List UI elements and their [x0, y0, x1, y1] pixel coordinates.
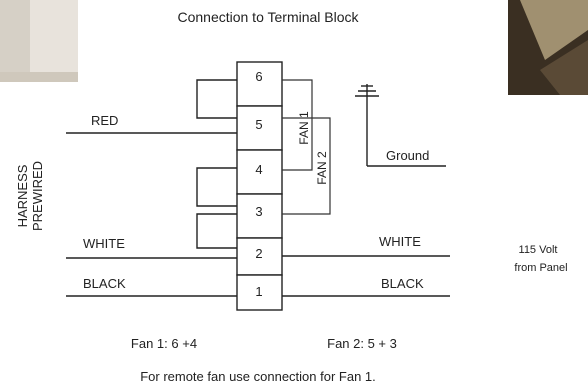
fan1-label: FAN 1: [297, 111, 311, 145]
photo-fragment-left: [0, 0, 78, 82]
supply-label-line1: 115 Volt: [519, 244, 558, 256]
photo-fragment-right: [508, 0, 588, 95]
fan2-label: FAN 2: [315, 151, 329, 185]
harness-label-line2: PREWIRED: [30, 161, 45, 231]
terminal-6: 6: [255, 69, 262, 84]
wire-white-left-label: WHITE: [83, 236, 125, 251]
note-remote: For remote fan use connection for Fan 1.: [140, 369, 376, 384]
ground-icon: [355, 84, 379, 166]
harness-label-line1: HARNESS: [15, 164, 30, 227]
jumper-6-5: [196, 79, 237, 119]
diagram-title: Connection to Terminal Block: [177, 9, 359, 25]
wire-white-right-label: WHITE: [379, 234, 421, 249]
note-fan2: Fan 2: 5 + 3: [327, 336, 397, 351]
wire-black-left-label: BLACK: [83, 276, 126, 291]
wire-black-right-label: BLACK: [381, 276, 424, 291]
terminal-block: 6 5 4 3 2 1: [236, 61, 283, 311]
jumper-4-3: [196, 167, 237, 207]
terminal-2: 2: [255, 246, 262, 261]
terminal-4: 4: [255, 162, 262, 177]
note-fan1: Fan 1: 6 +4: [131, 336, 197, 351]
fan1-lead: [282, 79, 313, 171]
terminal-5: 5: [255, 117, 262, 132]
wire-red-label: RED: [91, 113, 118, 128]
terminal-3: 3: [255, 204, 262, 219]
ground-label: Ground: [386, 148, 429, 163]
terminal-1: 1: [255, 284, 262, 299]
fan2-lead: [282, 117, 331, 215]
supply-label-line2: from Panel: [514, 262, 567, 274]
jumper-3-2: [196, 213, 237, 249]
